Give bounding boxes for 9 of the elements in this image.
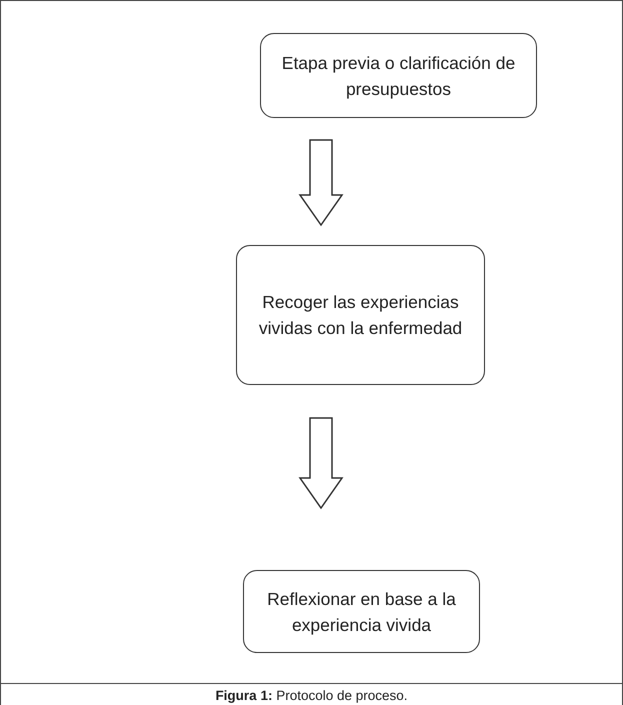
hollow-arrow	[298, 139, 344, 226]
figure-caption: Figura 1: Protocolo de proceso.	[215, 688, 408, 703]
process-box	[260, 33, 537, 118]
process-box	[243, 570, 480, 653]
box-text: Etapa previa o clarificación de presupuestos	[280, 52, 516, 101]
process-box	[236, 245, 485, 385]
hollow-arrow	[298, 417, 344, 510]
box-text: Recoger las experiencias vividas con la enfermedad	[258, 291, 464, 340]
box-text: Reflexionar en base a la experiencia vivida	[266, 588, 457, 637]
